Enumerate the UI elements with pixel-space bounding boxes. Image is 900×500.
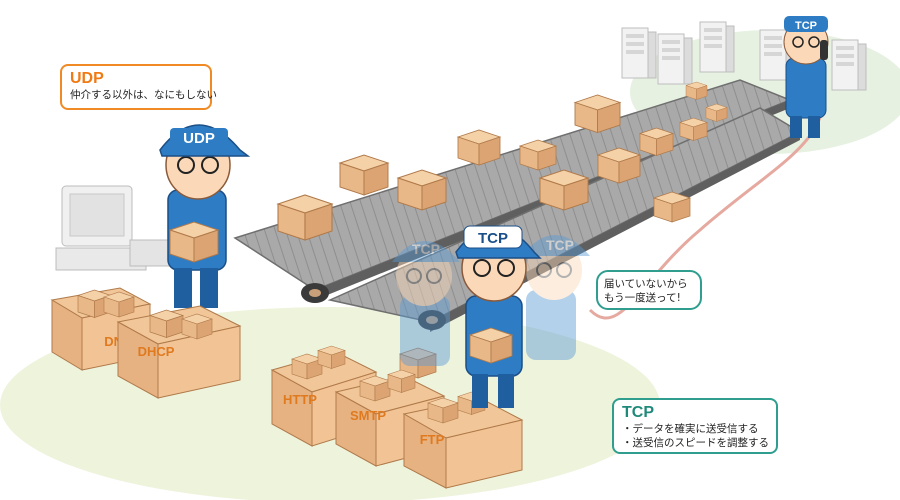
- tcp-worker-figure: TCP: [455, 225, 542, 408]
- crate-label-smtp: SMTP: [350, 408, 386, 423]
- udp-callout-text: 仲介する以外は、なにもしない: [70, 89, 217, 101]
- crate-label-dhcp: DHCP: [138, 344, 175, 359]
- udp-callout-title: UDP: [70, 70, 104, 87]
- computer-icon: [55, 185, 171, 271]
- crate-dhcp: DHCP: [116, 305, 242, 399]
- tcp-ghost-left-cap-label: TCP: [412, 241, 440, 257]
- tcp-callout-title: TCP: [622, 404, 654, 421]
- telephone-icon: [820, 40, 828, 60]
- speech-line-2: もう一度送って!: [604, 292, 681, 304]
- tcp-worker-ghost-left: TCP: [392, 241, 460, 366]
- speech-line-1: 届いていないから: [604, 278, 688, 290]
- tcp-worker-ghost-right: TCP: [522, 235, 590, 360]
- tcp-receiver-cap-label: TCP: [795, 20, 817, 32]
- crate-label-http: HTTP: [283, 392, 317, 407]
- tcp-receiver-figure: TCP: [783, 16, 829, 138]
- tcp-callout: TCP ・データを確実に送受信する ・送受信のスピードを調整する: [612, 398, 778, 454]
- tcp-callout-line-2: ・送受信のスピードを調整する: [622, 437, 769, 449]
- tcp-ghost-right-cap-label: TCP: [546, 237, 574, 253]
- udp-cap-label: UDP: [183, 130, 215, 147]
- udp-worker-figure: UDP: [159, 124, 251, 308]
- crate-label-ftp: FTP: [420, 432, 445, 447]
- speech-bubble: 届いていないから もう一度送って!: [596, 270, 702, 310]
- tcp-cap-label: TCP: [478, 230, 508, 247]
- crate-ftp: FTP: [402, 391, 524, 489]
- tcp-callout-line-1: ・データを確実に送受信する: [622, 423, 759, 435]
- udp-callout: UDP 仲介する以外は、なにもしない: [60, 64, 217, 110]
